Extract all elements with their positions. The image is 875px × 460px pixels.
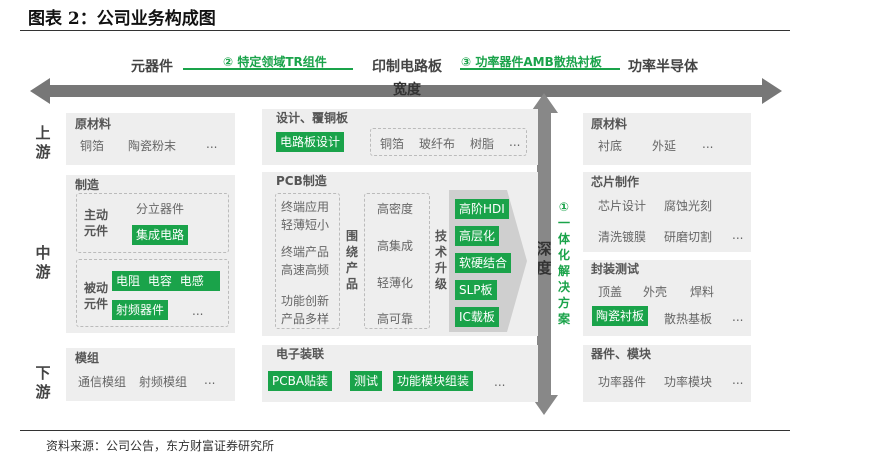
ccl-item: ... [509, 135, 521, 149]
right-devices-title: 器件、模块 [591, 347, 652, 361]
label-upstream: 上游 [35, 124, 51, 161]
label-shendu: 深度 [536, 240, 552, 277]
heat-sink-substrate: 散热基板 [664, 312, 713, 326]
page-title: 图表 2：公司业务构成图 [28, 9, 216, 29]
right-chip-title: 芯片制作 [591, 175, 640, 189]
rf-devices-box: 射频器件 [112, 300, 169, 320]
right-mat-item: 衬底 [598, 139, 623, 153]
active-components-box [76, 193, 229, 253]
right-dots: ... [732, 228, 744, 242]
pkg-item: 外壳 [643, 285, 668, 299]
feature-item: 高可靠 [377, 312, 414, 326]
pcba-box: PCBA贴装 [268, 371, 333, 391]
right-mat-item: 外延 [652, 139, 677, 153]
mid-design-title: 设计、覆铜板 [276, 111, 349, 125]
tech-item: 高阶HDI [455, 199, 509, 219]
left-materials-title: 原材料 [75, 117, 112, 131]
app-line: 产品多样 [281, 312, 330, 326]
right-mat-item: ... [702, 137, 714, 151]
source-note: 资料来源：公司公告，东方财富证券研究所 [46, 439, 275, 453]
pkg-item: 焊料 [690, 285, 715, 299]
left-mat-item: ... [206, 137, 218, 151]
comm-module: 通信模组 [78, 375, 127, 389]
label-amb: ③ 功率器件AMB散热衬板 [461, 55, 602, 69]
rlc-box: 电阻 电容 电感 [112, 271, 220, 291]
active-components-label: 主动元件 [84, 208, 109, 238]
ccl-box [370, 128, 527, 156]
tech-item: IC载板 [455, 307, 499, 327]
width-arrow [30, 78, 782, 104]
label-one-stop-solution: ①一体化解决方案 [557, 200, 570, 326]
chip-step: 清洗镀膜 [598, 230, 647, 244]
right-materials-panel [583, 113, 751, 165]
ceramic-substrate-box: 陶瓷衬板 [592, 306, 649, 326]
apps-box [275, 193, 340, 329]
resistor: 电阻 [116, 274, 141, 288]
left-dots: ... [204, 373, 216, 387]
label-kuandu: 宽度 [393, 82, 421, 98]
ccl-item: 铜箔 [380, 137, 405, 151]
tech-item: SLP板 [455, 280, 497, 300]
tech-item: 软硬结合 [455, 253, 512, 273]
top-rule [20, 30, 790, 31]
feature-item: 高密度 [377, 202, 414, 216]
capacitor: 电容 [147, 274, 172, 288]
right-packaging-title: 封装测试 [591, 262, 640, 276]
right-dots: ... [732, 310, 744, 324]
left-modules-panel [66, 348, 235, 401]
ccl-item: 玻纤布 [419, 137, 456, 151]
around-products-label: 围绕产品 [345, 229, 358, 291]
left-manufacturing-title: 制造 [75, 178, 100, 192]
label-pcb: 印制电路板 [372, 59, 442, 75]
app-line: 轻薄短小 [281, 218, 330, 232]
right-dots: ... [732, 373, 744, 387]
mid-pcb-title: PCB制造 [276, 174, 327, 188]
tech-item: 高层化 [455, 226, 500, 246]
ccl-item: 树脂 [470, 137, 495, 151]
passive-components-box [76, 259, 229, 327]
tech-upgrade-label: 技术升级 [434, 229, 447, 291]
mid-assembly-title: 电子装联 [276, 347, 325, 361]
app-line: 高速高频 [281, 263, 330, 277]
left-mat-item: 陶瓷粉末 [128, 139, 177, 153]
chip-step: 腐蚀光刻 [664, 199, 713, 213]
passive-components-label: 被动元件 [84, 281, 109, 311]
right-devices-panel [583, 345, 751, 402]
rf-module: 射频模组 [139, 375, 188, 389]
feature-item: 轻薄化 [377, 276, 414, 290]
left-mat-item: 铜箔 [80, 139, 105, 153]
left-materials-panel [66, 113, 235, 165]
pcb-design-box: 电路板设计 [276, 132, 345, 152]
green-line-right [460, 68, 620, 70]
chip-step: 芯片设计 [598, 199, 647, 213]
feature-item: 高集成 [377, 239, 414, 253]
label-downstream: 下游 [35, 364, 51, 401]
app-line: 终端产品 [281, 245, 330, 259]
pkg-item: 顶盖 [598, 285, 623, 299]
green-line-left [183, 68, 353, 70]
power-module: 功率模块 [664, 375, 713, 389]
chip-step: 研磨切割 [664, 230, 713, 244]
right-materials-title: 原材料 [591, 117, 628, 131]
right-chip-panel [583, 172, 751, 252]
high-features-box [364, 193, 430, 329]
mid-dots: ... [494, 375, 506, 389]
label-midstream: 中游 [35, 244, 51, 281]
power-device: 功率器件 [598, 375, 647, 389]
label-power-semi: 功率半导体 [628, 59, 698, 75]
left-dots: ... [192, 304, 204, 318]
discrete-devices: 分立器件 [136, 202, 185, 216]
test-box: 测试 [350, 371, 383, 391]
app-line: 功能创新 [281, 294, 330, 308]
module-assembly-box: 功能模块组装 [393, 371, 474, 391]
bottom-rule [20, 430, 790, 431]
inductor: 电感 [179, 274, 204, 288]
label-tr-module: ② 特定领域TR组件 [223, 55, 327, 69]
app-line: 终端应用 [281, 200, 330, 214]
left-modules-title: 模组 [75, 351, 100, 365]
integrated-circuits-box: 集成电路 [132, 225, 189, 245]
label-yuanqijian: 元器件 [131, 59, 173, 75]
